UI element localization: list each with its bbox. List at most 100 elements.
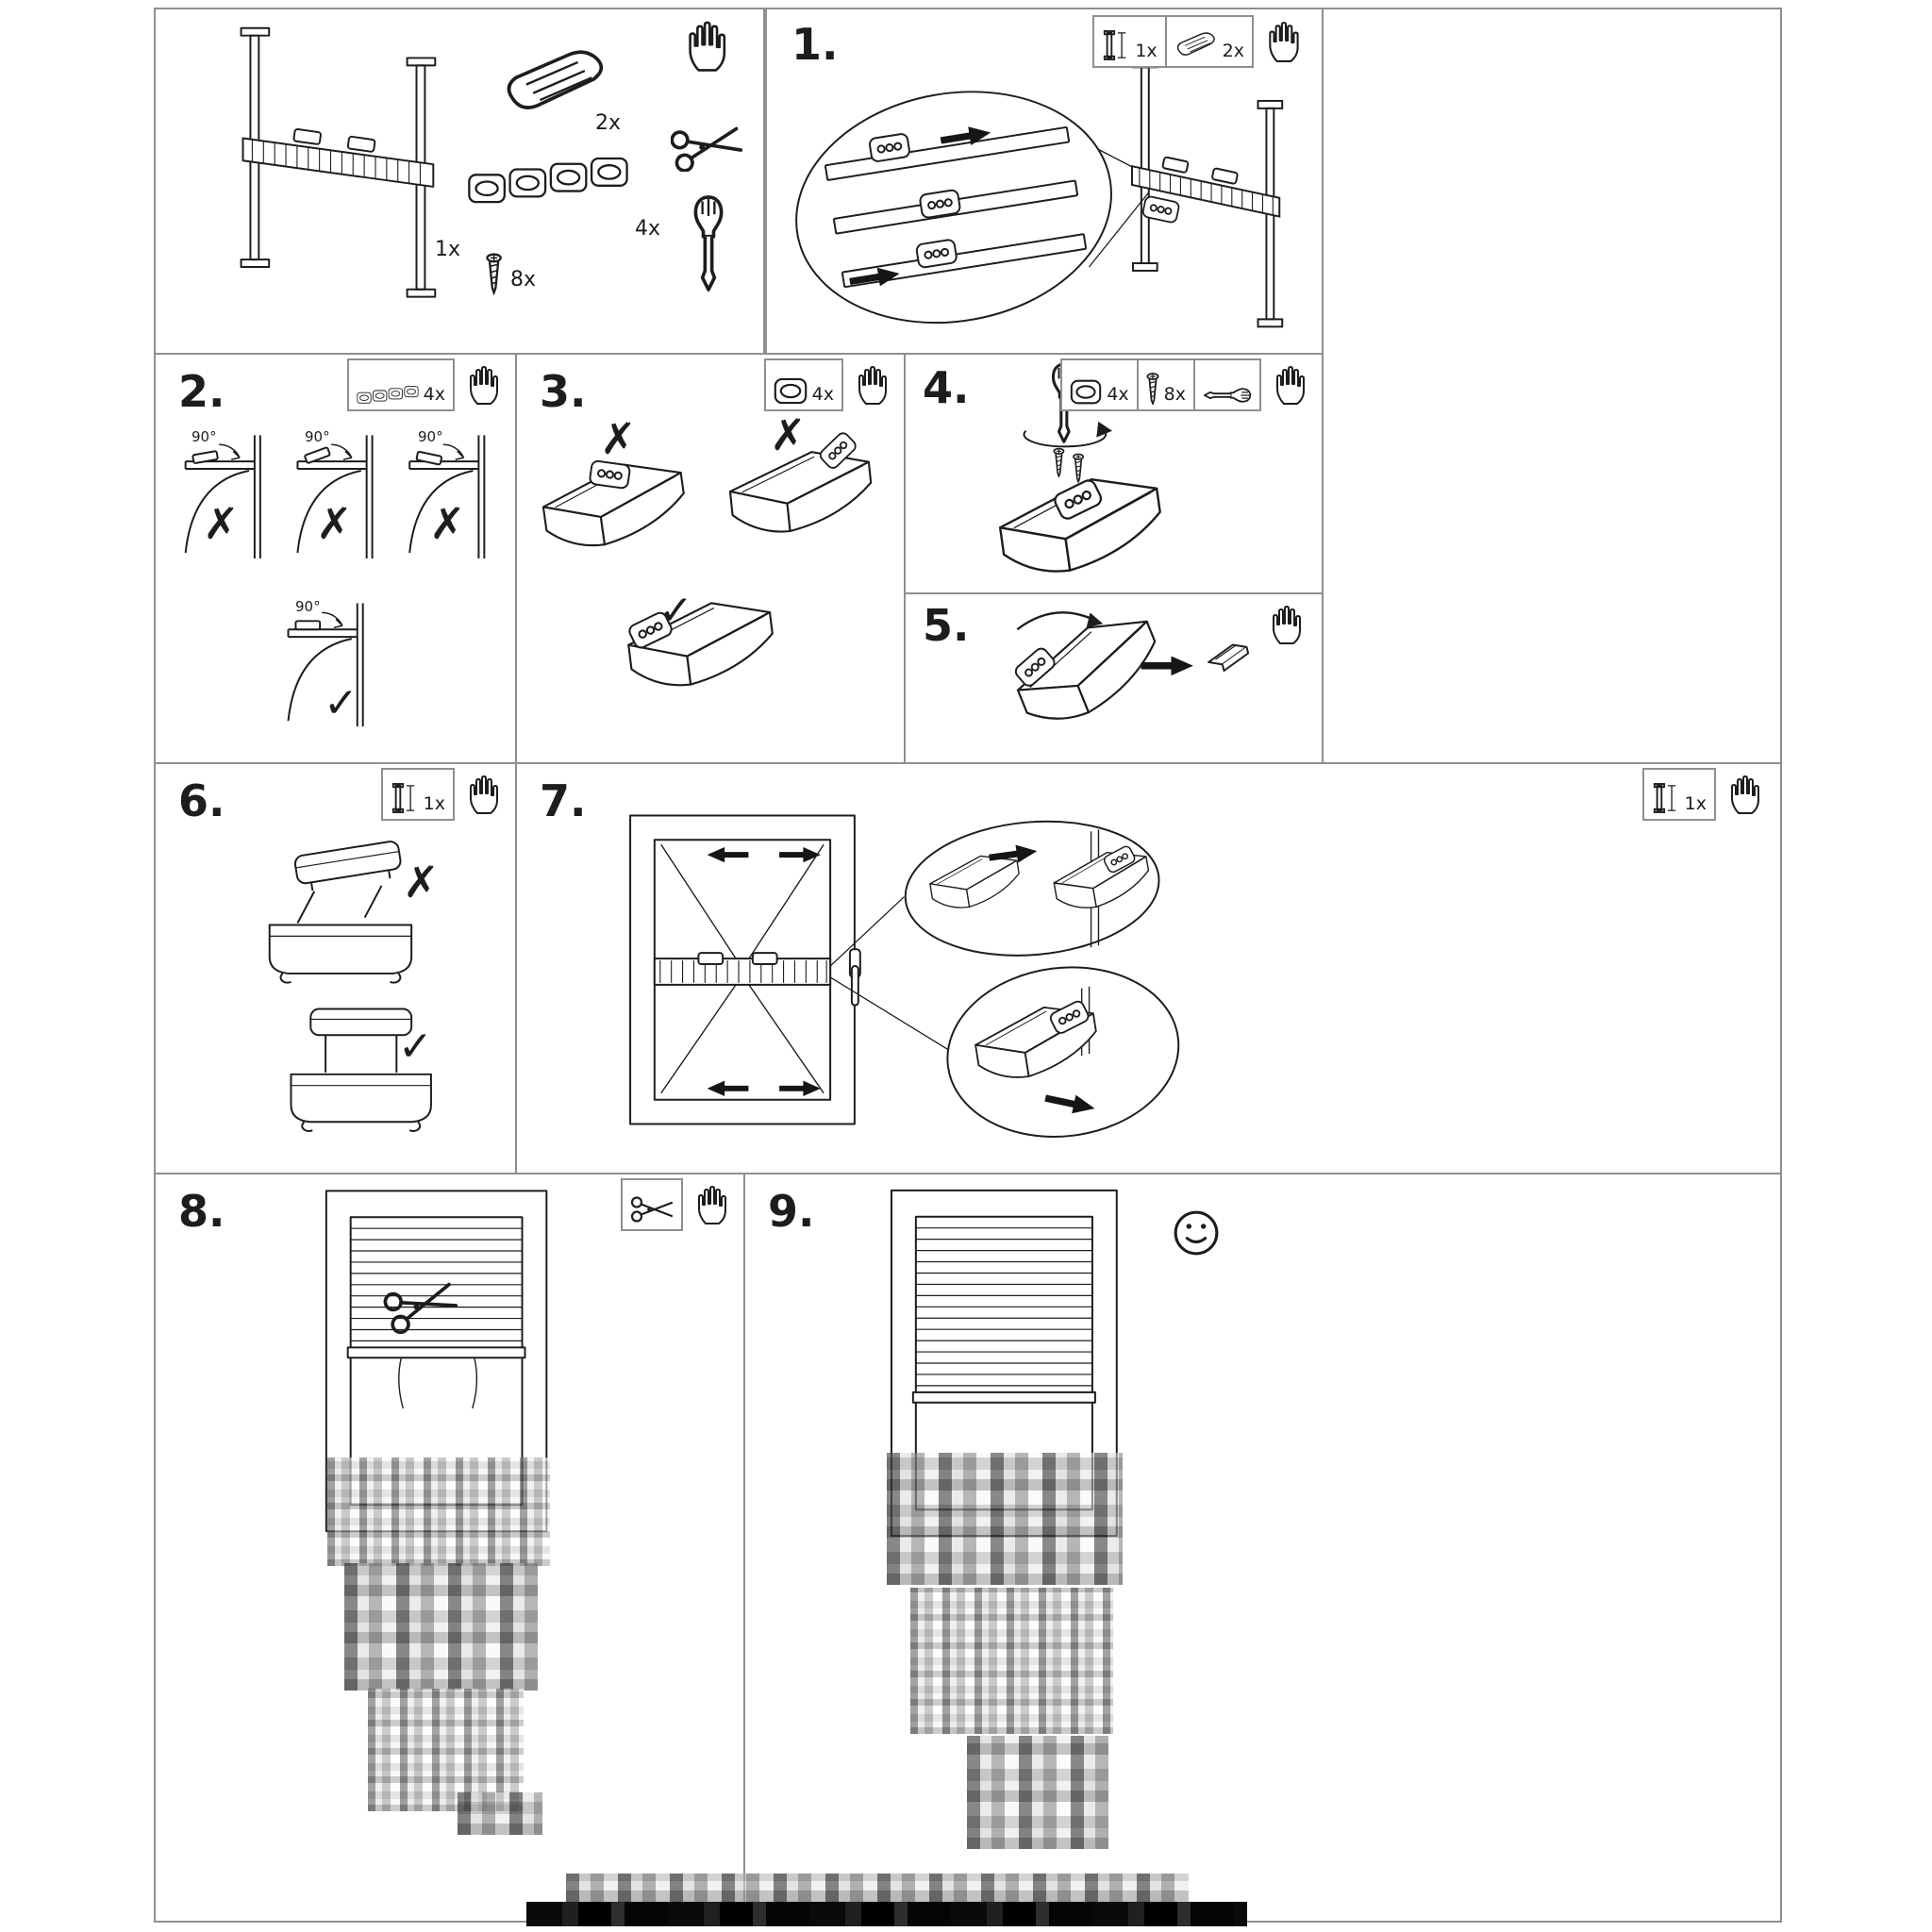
check-mark: ✓ (324, 679, 358, 727)
qty-label: 4x (811, 384, 834, 406)
toolbar-item-hand (455, 768, 511, 821)
step-1-number: 1. (791, 19, 839, 70)
step-2-number: 2. (178, 366, 225, 417)
panel-step-9: 9. (743, 1173, 1782, 1923)
hand-icon (1727, 774, 1765, 815)
clip-strip-qty: 4x (635, 217, 661, 241)
toolbar-item-hand (455, 358, 511, 411)
toolbar-item-hand (843, 358, 900, 411)
toolbar-item-hand (683, 1178, 740, 1231)
toolbar-item-top-rail: 1x (380, 768, 455, 821)
panel-parts-overview: 1x 2x 4x 8x (154, 8, 765, 355)
wrong-mark: ✗ (316, 498, 353, 549)
hand-icon (694, 1184, 732, 1225)
toolbar-item-hand (1716, 768, 1773, 821)
toolbar-item-hand (1254, 15, 1312, 68)
step-4-number: 4. (923, 362, 970, 413)
step-7-toolbar: 1x (1641, 768, 1773, 821)
wrong-mark: ✗ (403, 857, 440, 908)
hand-icon (466, 774, 504, 815)
blind-unit-qty: 1x (435, 238, 461, 261)
toolbar-item-screw: 8x (1138, 358, 1195, 411)
glitch-noise (344, 1563, 538, 1690)
toolbar-item-clip: 4x (763, 358, 843, 411)
toolbar-item-bracket: 2x (1166, 15, 1254, 68)
glitch-bar (526, 1902, 1247, 1926)
wrong-mark: ✗ (770, 409, 807, 460)
qty-label: 1x (1135, 41, 1158, 62)
glitch-noise (967, 1736, 1108, 1849)
hand-icon (684, 19, 733, 73)
panel-step-7: 7. 1x (515, 762, 1782, 1174)
step-3-number: 3. (540, 366, 587, 417)
toolbar-item-hand (1261, 358, 1318, 411)
clip-strip-icon (357, 386, 419, 405)
top-rail-icon (1652, 782, 1680, 814)
step-6-toolbar: 1x (380, 768, 511, 821)
qty-label: 4x (1107, 384, 1129, 406)
angle-label: 90° (192, 428, 217, 445)
panel-step-6: 6. 1x (154, 762, 517, 1174)
hand-icon (1265, 20, 1305, 63)
angle-label: 90° (295, 598, 321, 615)
parts-diagram (240, 26, 628, 298)
step-3-toolbar: 4x (763, 358, 900, 411)
angle-label: 90° (305, 428, 330, 445)
clip-icon (1070, 379, 1102, 405)
step-5-number: 5. (923, 600, 970, 651)
glitch-noise (566, 1874, 1189, 1902)
hand-icon (1273, 364, 1310, 406)
panel-empty (1322, 8, 1782, 764)
check-mark: ✓ (398, 1023, 433, 1071)
screwdriver-icon (690, 192, 727, 294)
step-5-toolbar (1257, 598, 1314, 651)
wrong-mark: ✗ (429, 498, 466, 549)
qty-label: 4x (423, 384, 445, 406)
clip-icon (774, 377, 808, 405)
panel-step-8: 8. (154, 1173, 745, 1923)
step-1-toolbar: 1x 2x (1092, 15, 1312, 68)
step-4-diagram (993, 362, 1168, 581)
step-7-number: 7. (540, 775, 587, 826)
step-2-toolbar: 4x (346, 358, 511, 411)
step-9-number: 9. (768, 1186, 815, 1237)
glitch-noise (458, 1792, 542, 1835)
blind-unit-icon (1102, 29, 1130, 61)
qty-label: 1x (423, 793, 445, 815)
toolbar-item-clip: 4x (1060, 358, 1139, 411)
top-rail-icon (391, 782, 419, 814)
step-2-diagram (184, 434, 486, 728)
toolbar-item-hand (1257, 598, 1314, 651)
step-7-diagram (629, 814, 1180, 1138)
screw-qty: 8x (510, 268, 537, 291)
wrong-mark: ✗ (600, 413, 637, 464)
toolbar-item-top-rail: 1x (1641, 768, 1716, 821)
smiley-icon (1172, 1208, 1221, 1257)
check-mark: ✓ (658, 587, 693, 635)
toolbar-item-blind-unit: 1x (1092, 15, 1167, 68)
glitch-noise (368, 1689, 524, 1811)
bracket-qty: 2x (595, 111, 622, 135)
panel-step-4: 4. 4x 8x (904, 353, 1324, 594)
step-5-diagram (1005, 605, 1250, 735)
toolbar-item-clip-strip: 4x (346, 358, 455, 411)
bracket-icon (1174, 30, 1218, 61)
screwdriver-icon (1203, 388, 1252, 403)
wrong-mark: ✗ (203, 498, 240, 549)
step-4-toolbar: 4x 8x (1060, 358, 1318, 411)
scissors-icon (671, 121, 742, 172)
panel-step-1: 1. 1x 2x (765, 8, 1324, 355)
scissors-icon (630, 1194, 674, 1224)
toolbar-item-scissors (621, 1178, 683, 1231)
screw-icon (1146, 373, 1159, 405)
step-8-number: 8. (178, 1186, 225, 1237)
step-8-toolbar (621, 1178, 740, 1231)
step-6-number: 6. (178, 775, 225, 826)
glitch-noise (887, 1453, 1123, 1585)
hand-icon (855, 364, 892, 406)
hand-icon (466, 364, 504, 406)
glitch-noise (327, 1457, 550, 1566)
hand-icon (1269, 604, 1307, 645)
qty-label: 8x (1163, 384, 1186, 406)
